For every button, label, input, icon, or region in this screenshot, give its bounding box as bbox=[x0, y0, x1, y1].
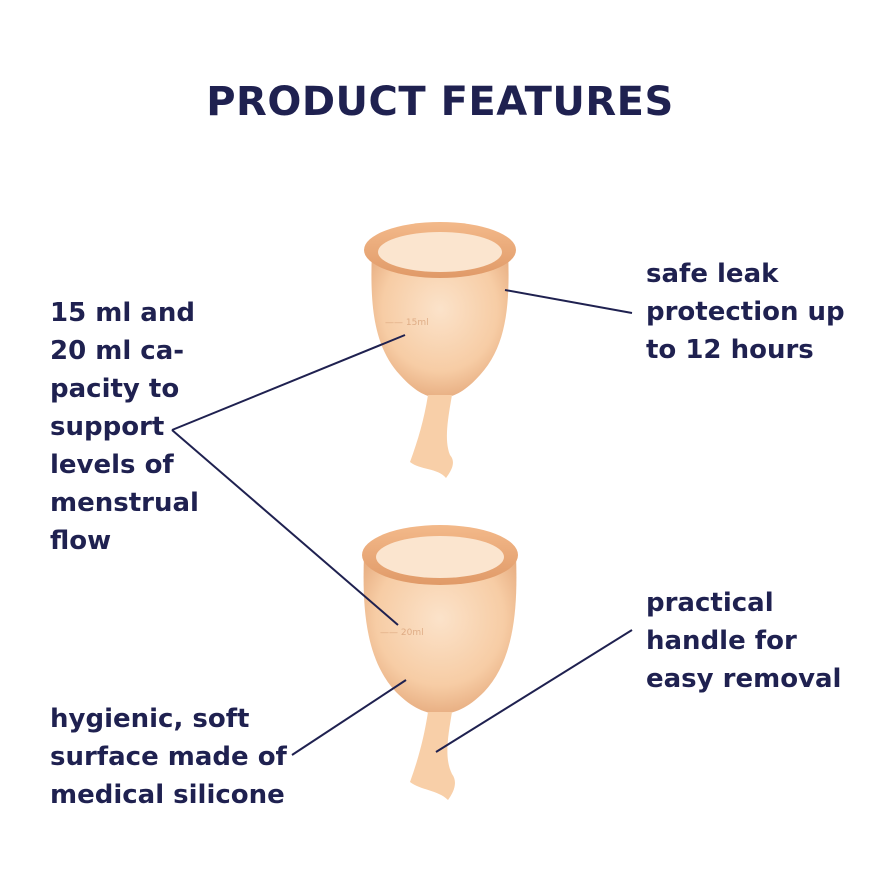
leader-surface bbox=[291, 679, 407, 756]
cup-bottom: —— 20ml bbox=[362, 525, 518, 800]
cup-bottom-marking: —— 20ml bbox=[380, 628, 424, 638]
feature-surface-label: hygienic, soft surface made of medical s… bbox=[50, 704, 287, 810]
page-title: PRODUCT FEATURES bbox=[206, 78, 674, 125]
feature-capacity-label: 15 ml and 20 ml ca- pacity to support le… bbox=[50, 298, 199, 556]
leader-handle bbox=[435, 629, 633, 753]
leader-capacity-bottom bbox=[171, 429, 399, 626]
cup-top: —— 15ml bbox=[364, 222, 516, 478]
cup-top-marking: —— 15ml bbox=[385, 318, 429, 328]
leader-lines bbox=[171, 289, 633, 756]
leader-leak bbox=[504, 289, 633, 314]
feature-leak-label: safe leak protection up to 12 hours bbox=[646, 259, 845, 365]
leader-capacity-top bbox=[171, 334, 406, 431]
feature-handle-label: practical handle for easy removal bbox=[646, 588, 842, 694]
